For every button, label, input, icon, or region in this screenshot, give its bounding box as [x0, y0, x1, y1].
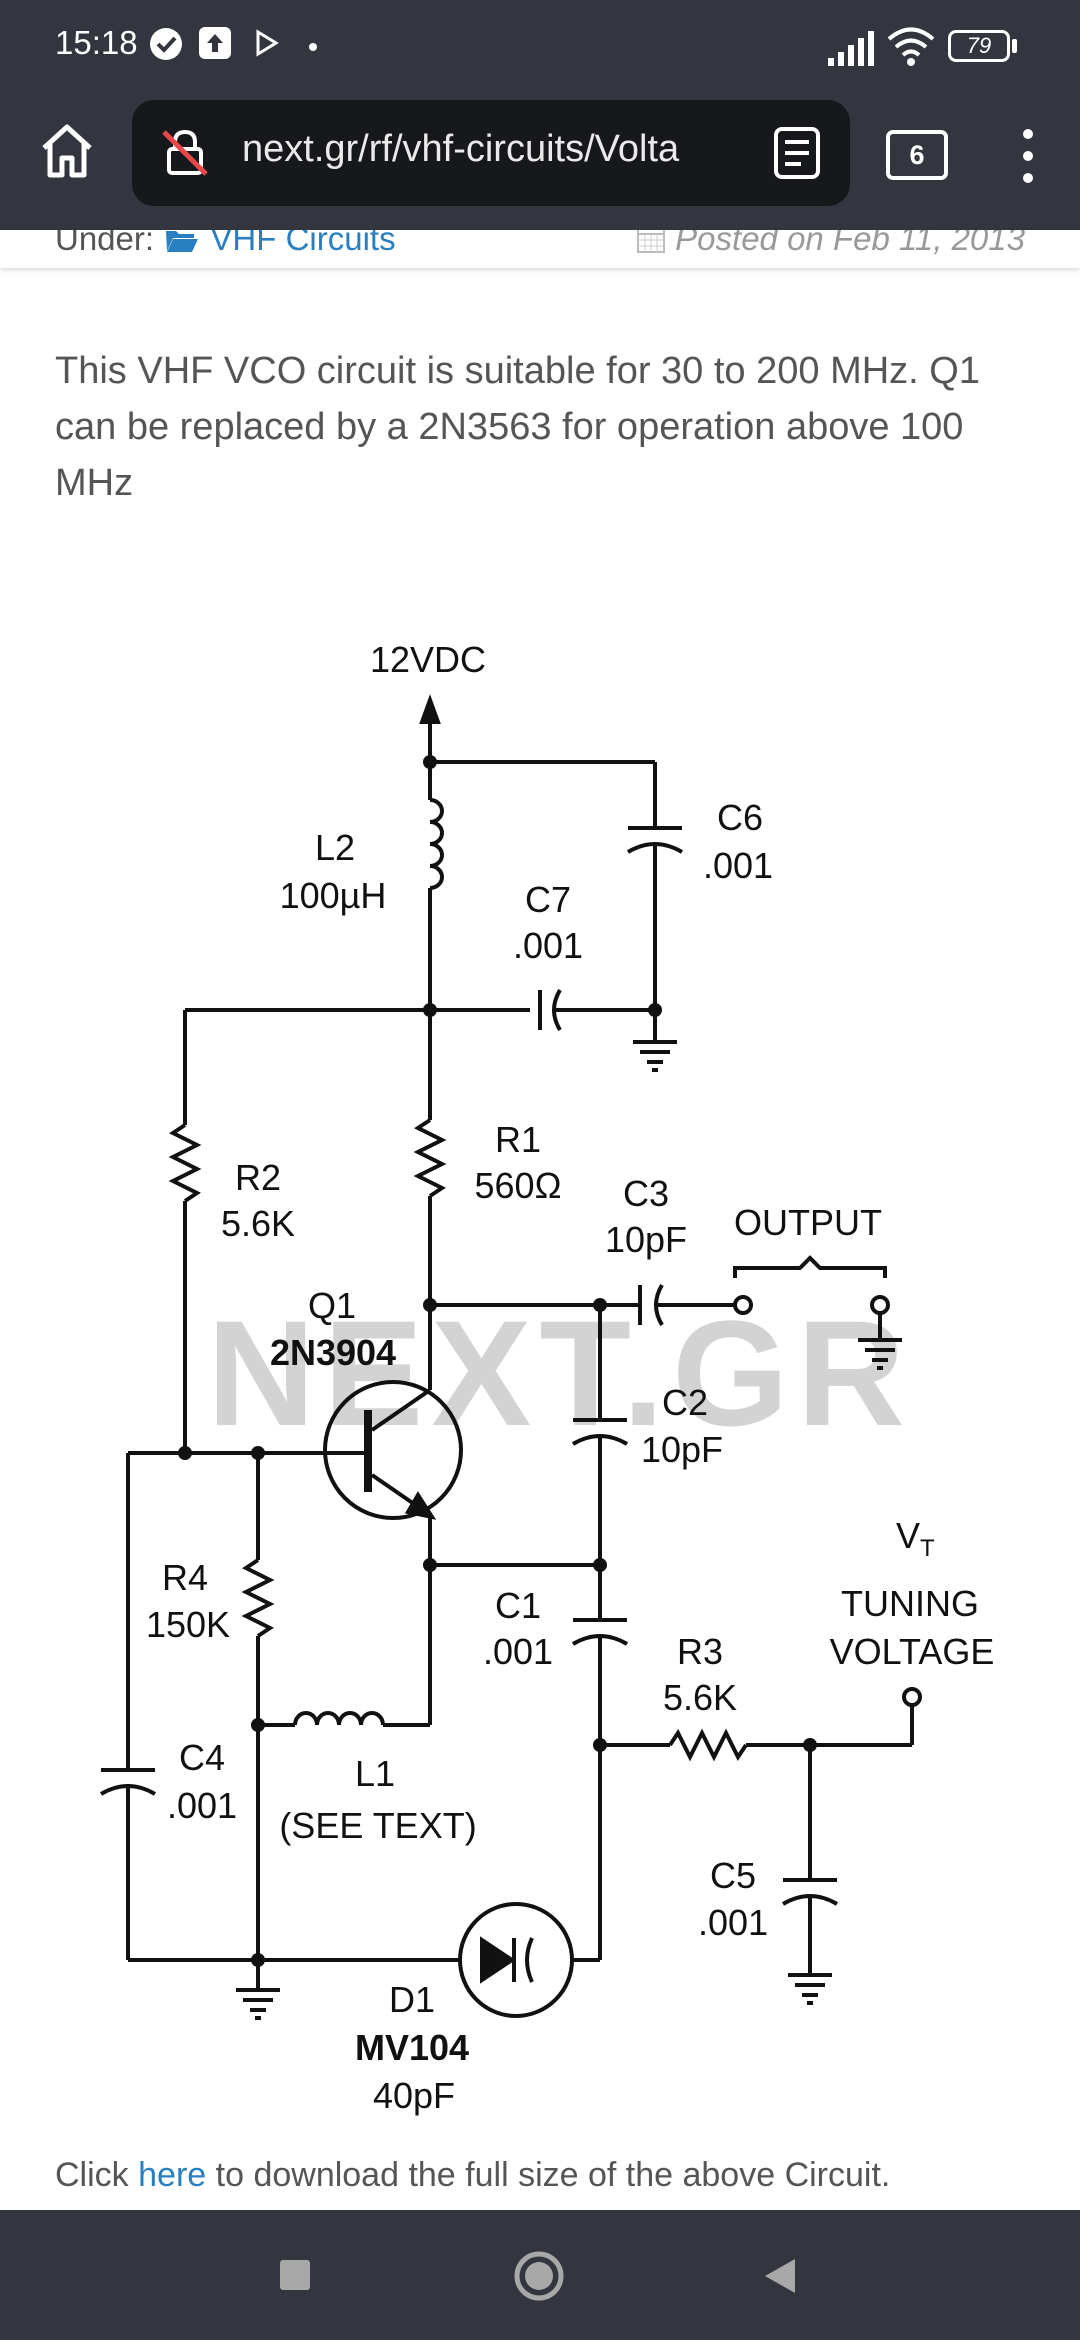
supply-label: 12VDC — [370, 639, 486, 680]
c4-name: C4 — [179, 1737, 225, 1778]
circuit-diagram[interactable]: NEXT.GR — [90, 610, 1010, 2140]
battery-level: 79 — [966, 33, 992, 58]
download-suffix: to download the full size of the above C… — [215, 2156, 891, 2194]
posted-date: Posted on Feb 11, 2013 — [675, 230, 1025, 257]
tab-switcher-button[interactable]: 6 — [886, 130, 948, 180]
r4-value: 150K — [146, 1604, 230, 1645]
battery-icon: 79 — [948, 30, 1010, 62]
tuning-label: TUNING — [841, 1583, 979, 1624]
d1-value: MV104 — [355, 2027, 469, 2068]
download-line: Click here to download the full size of … — [55, 2156, 890, 2195]
output-label: OUTPUT — [734, 1202, 882, 1243]
r2-value: 5.6K — [221, 1203, 295, 1244]
category-link[interactable]: VHF Circuits — [210, 230, 396, 257]
c4-value: .001 — [167, 1785, 237, 1826]
posted-date-line: Posted on Feb 11, 2013 — [636, 230, 1025, 258]
download-prefix: Click — [55, 2156, 129, 2194]
article-description: This VHF VCO circuit is suitable for 30 … — [55, 350, 980, 504]
l2-value: 100µH — [280, 875, 387, 916]
r3-value: 5.6K — [663, 1677, 737, 1718]
recents-icon[interactable] — [278, 2258, 312, 2292]
c2-name: C2 — [662, 1382, 708, 1423]
calendar-icon — [637, 230, 665, 253]
c7-name: C7 — [525, 879, 571, 920]
wifi-icon — [887, 27, 935, 66]
category-line: Under: VHF Circuits — [55, 230, 396, 258]
signal-icon — [828, 31, 874, 66]
play-store-icon — [256, 29, 279, 57]
l2-name: L2 — [315, 827, 355, 868]
c7-value: .001 — [513, 925, 583, 966]
check-circle-icon — [150, 28, 182, 60]
watermark-text: NEXT.GR — [207, 1289, 913, 1457]
c3-name: C3 — [623, 1173, 669, 1214]
l1-name: L1 — [355, 1753, 395, 1794]
d1-name: D1 — [389, 1979, 435, 2020]
browser-toolbar: next.gr/rf/vhf-circuits/Volta 6 — [0, 92, 1080, 230]
c5-name: C5 — [710, 1855, 756, 1896]
tab-count: 6 — [909, 140, 925, 170]
c1-value: .001 — [483, 1631, 553, 1672]
r4-name: R4 — [162, 1557, 208, 1598]
address-bar[interactable]: next.gr/rf/vhf-circuits/Volta — [132, 100, 850, 206]
home-nav-icon[interactable] — [513, 2250, 565, 2302]
r1-name: R1 — [495, 1119, 541, 1160]
r3-name: R3 — [677, 1631, 723, 1672]
folder-open-icon — [166, 231, 199, 252]
back-icon[interactable] — [762, 2256, 798, 2296]
c3-value: 10pF — [605, 1219, 687, 1260]
c6-value: .001 — [703, 845, 773, 886]
not-secure-lock-icon[interactable] — [160, 128, 210, 178]
status-time: 15:18 — [55, 24, 138, 61]
post-meta: Under: VHF Circuits Posted on Feb 11, 20… — [0, 230, 1080, 268]
q1-value: 2N3904 — [270, 1332, 396, 1373]
q1-name: Q1 — [308, 1285, 356, 1326]
vt-label: VT — [896, 1515, 935, 1562]
upload-icon — [199, 27, 231, 59]
r1-value: 560Ω — [475, 1165, 562, 1206]
notification-dot-icon — [309, 43, 317, 51]
c1-name: C1 — [495, 1585, 541, 1626]
l1-note: (SEE TEXT) — [279, 1805, 476, 1846]
home-icon[interactable] — [36, 120, 98, 182]
battery-tip — [1012, 39, 1017, 53]
download-link[interactable]: here — [138, 2156, 207, 2194]
c6-name: C6 — [717, 797, 763, 838]
under-label: Under: — [55, 230, 155, 257]
system-nav-bar — [0, 2210, 1080, 2340]
c5-value: .001 — [698, 1902, 768, 1943]
reader-mode-icon[interactable] — [772, 126, 822, 180]
d1-capacitance: 40pF — [373, 2075, 455, 2116]
url-text[interactable]: next.gr/rf/vhf-circuits/Volta — [242, 128, 680, 170]
status-bar: 15:18 79 — [0, 0, 1080, 92]
voltage-label: VOLTAGE — [830, 1631, 995, 1672]
more-menu-icon[interactable] — [1020, 126, 1036, 186]
c2-value: 10pF — [641, 1429, 723, 1470]
r2-name: R2 — [235, 1157, 281, 1198]
